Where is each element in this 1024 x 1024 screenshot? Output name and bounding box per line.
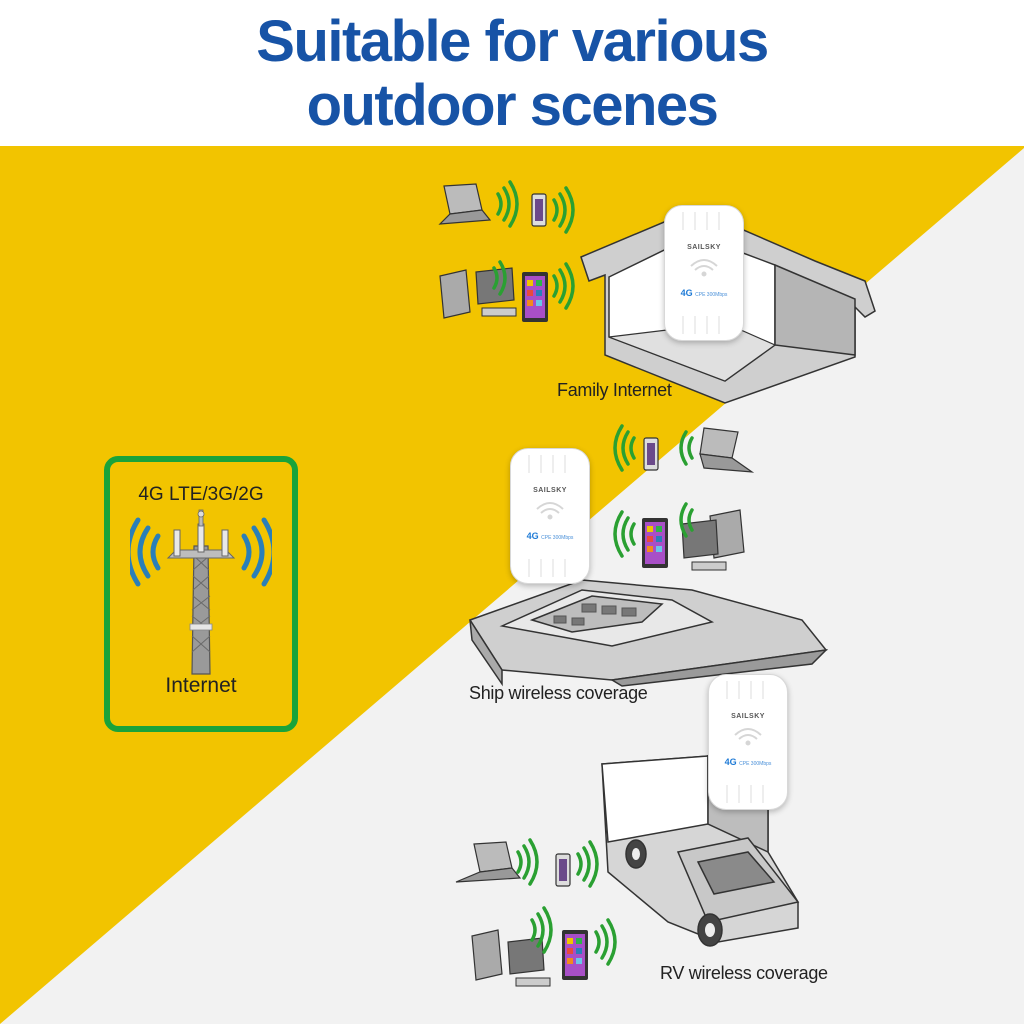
- cpe-router-family: SAILSKY 4G CPE 300Mbps: [664, 205, 744, 341]
- internet-label: Internet: [165, 674, 237, 697]
- cpe-router-body: [682, 212, 720, 334]
- rv-illustration: [601, 754, 800, 947]
- desktop-icon: [681, 509, 745, 571]
- cpe-badge-main: 4G: [724, 757, 737, 767]
- cpe-badge-sub: CPE 300Mbps: [695, 292, 728, 298]
- cpe-brand-label: SAILSKY: [533, 487, 567, 494]
- laptop-icon: [455, 841, 522, 883]
- caption-family-internet: Family Internet: [557, 380, 672, 400]
- laptop-icon: [699, 427, 755, 473]
- title-line-2: outdoor scenes: [306, 73, 719, 138]
- tablet-icon: [562, 930, 588, 980]
- cpe-badge-sub: CPE 300Mbps: [739, 761, 772, 767]
- ship-client-devices: [613, 424, 755, 571]
- cpe-brand-label: SAILSKY: [731, 713, 765, 720]
- cpe-badge-sub: CPE 300Mbps: [541, 535, 574, 541]
- cpe-router-body: [726, 681, 764, 803]
- caption-ship-coverage: Ship wireless coverage: [469, 683, 648, 703]
- cpe-badge-main: 4G: [526, 531, 539, 541]
- cpe-badge: 4G CPE 300Mbps: [665, 288, 743, 298]
- tablet-icon: [642, 518, 668, 568]
- caption-rv-coverage: RV wireless coverage: [660, 963, 828, 983]
- cpe-brand-label: SAILSKY: [687, 244, 721, 251]
- cpe-router-body: [528, 455, 566, 577]
- family-client-devices: [438, 180, 575, 322]
- laptop-icon: [438, 183, 492, 225]
- cpe-badge-main: 4G: [680, 288, 693, 298]
- page-title: Suitable for various outdoor scenes: [0, 10, 1024, 138]
- desktop-icon: [471, 929, 551, 987]
- ship-illustration: [468, 579, 829, 687]
- network-frequency-label: 4G LTE/3G/2G: [138, 484, 264, 505]
- cpe-badge: 4G CPE 300Mbps: [709, 757, 787, 767]
- cpe-router-ship: SAILSKY 4G CPE 300Mbps: [510, 448, 590, 584]
- cpe-router-rv: SAILSKY 4G CPE 300Mbps: [708, 674, 788, 810]
- cpe-badge: 4G CPE 300Mbps: [511, 531, 589, 541]
- cell-tower-panel: 4G LTE/3G/2G: [104, 456, 298, 732]
- title-line-1: Suitable for various: [256, 9, 769, 74]
- cell-tower-icon: [130, 509, 272, 675]
- rv-client-devices: [455, 838, 617, 987]
- tablet-icon: [522, 272, 548, 322]
